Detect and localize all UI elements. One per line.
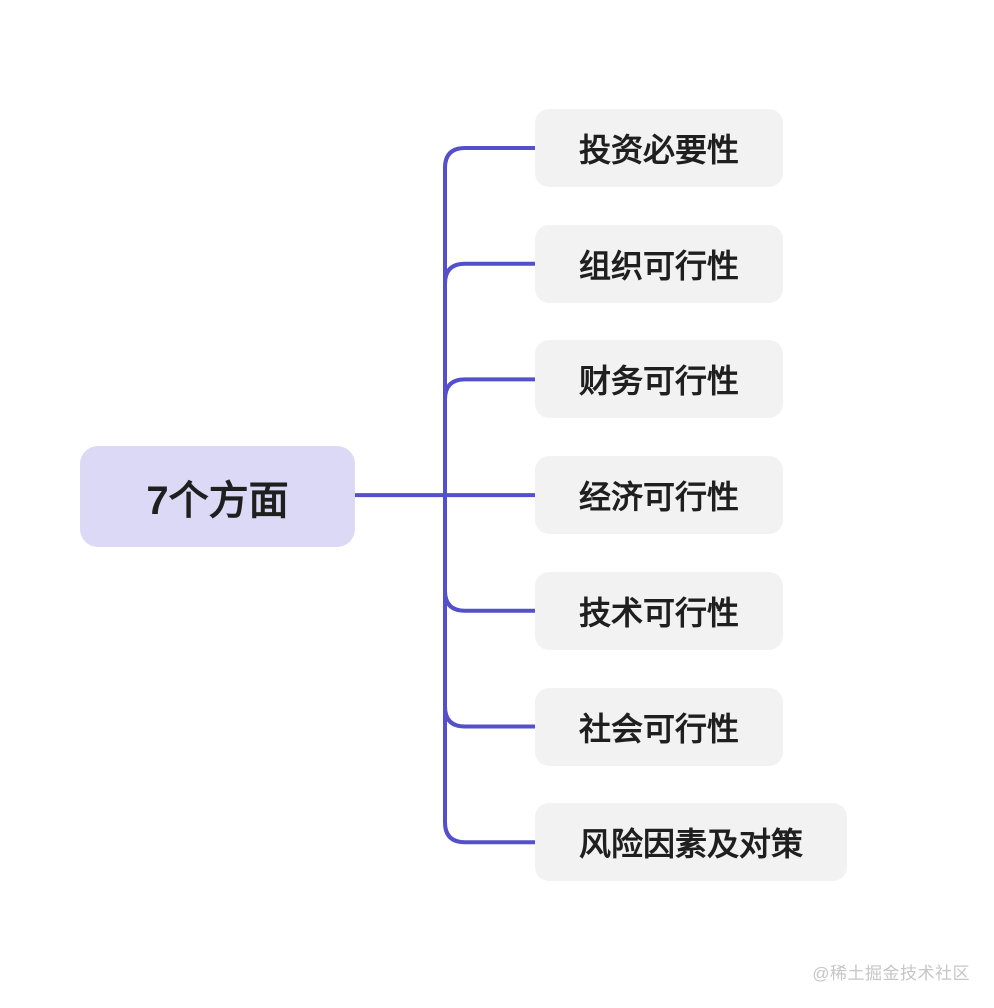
mindmap-child-node[interactable]: 财务可行性 xyxy=(535,340,784,419)
mindmap-root-node[interactable]: 7个方面 xyxy=(80,446,355,547)
connector-path xyxy=(443,704,537,729)
mindmap-child-node[interactable]: 经济可行性 xyxy=(535,456,784,535)
mindmap-child-node[interactable]: 投资必要性 xyxy=(535,109,784,187)
mindmap-child-node[interactable]: 组织可行性 xyxy=(535,224,784,303)
watermark: @稀土掘金技术社区 xyxy=(812,964,970,983)
connector-path xyxy=(443,261,537,286)
mindmap-child-node[interactable]: 社会可行性 xyxy=(535,687,784,766)
mindmap-child-node[interactable]: 技术可行性 xyxy=(535,571,784,650)
mindmap-child-node[interactable]: 风险因素及对策 xyxy=(535,803,848,882)
connector-path xyxy=(443,377,537,402)
connector-path xyxy=(443,146,537,845)
connector-path xyxy=(443,588,537,613)
